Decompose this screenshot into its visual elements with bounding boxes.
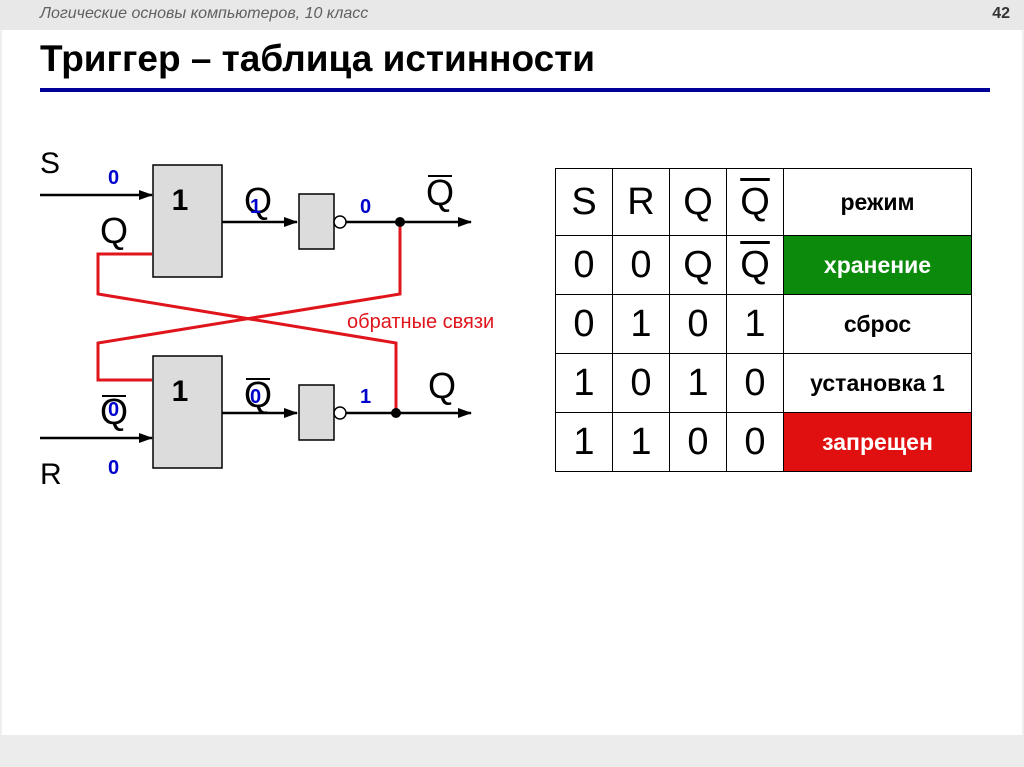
cell-r: 1 xyxy=(612,412,670,472)
junction-upper xyxy=(395,217,405,227)
cell-mode: установка 1 xyxy=(783,353,972,413)
frame-right xyxy=(1022,30,1024,735)
cell-r: 1 xyxy=(612,294,670,354)
cell-q: 1 xyxy=(669,353,727,413)
cell-r: 0 xyxy=(612,353,670,413)
q-output-label: Q xyxy=(428,365,456,406)
title-underline xyxy=(40,88,990,92)
trigger-circuit: 1 1 S R Q Q Q Q Q Q 0 1 0 0 1 0 0 обратн… xyxy=(40,147,494,491)
value-lower-not-output: 1 xyxy=(360,386,371,408)
cell-s: 0 xyxy=(555,294,613,354)
header-s: S xyxy=(555,168,613,236)
r-input-label: R xyxy=(40,458,62,491)
cell-q-bar: 0 xyxy=(726,412,784,472)
value-lower-or-output: 0 xyxy=(250,386,261,408)
header-band xyxy=(0,0,1024,30)
not-gate-lower-bubble xyxy=(333,406,347,420)
cell-s: 1 xyxy=(555,353,613,413)
or-gate-upper xyxy=(152,164,223,278)
value-upper-or-output: 1 xyxy=(250,196,261,218)
cell-q: 0 xyxy=(669,412,727,472)
header-r: R xyxy=(612,168,670,236)
feedback-q-bar-label: Q xyxy=(100,391,128,432)
header-q: Q xyxy=(669,168,727,236)
value-r-input: 0 xyxy=(108,457,119,479)
s-input-label: S xyxy=(40,147,60,180)
header-q-bar: Q xyxy=(726,168,784,236)
or-gate-upper-label: 1 xyxy=(172,184,189,217)
cell-mode: хранение xyxy=(783,235,972,295)
feedback-q-label: Q xyxy=(100,210,128,251)
feedback-line-q-bar xyxy=(96,222,402,382)
cell-s: 1 xyxy=(555,412,613,472)
or-gate-lower-label: 1 xyxy=(172,375,189,408)
not-gate-upper xyxy=(298,193,335,250)
page-number: 42 xyxy=(992,5,1010,22)
upper-or-output-label: Q xyxy=(244,180,272,221)
value-q-feedback: 0 xyxy=(108,399,119,421)
feedback-caption: обратные связи xyxy=(347,311,494,333)
cell-q: 0 xyxy=(669,294,727,354)
not-gate-upper-bubble xyxy=(333,215,347,229)
not-gate-lower xyxy=(298,384,335,441)
value-s-input: 0 xyxy=(108,167,119,189)
junction-lower xyxy=(391,408,401,418)
footer-band xyxy=(0,735,1024,767)
cell-mode: запрещен xyxy=(783,412,972,472)
frame-left xyxy=(0,30,2,735)
value-upper-not-output: 0 xyxy=(360,196,371,218)
slide-title: Триггер – таблица истинности xyxy=(40,38,596,79)
cell-q-bar: 1 xyxy=(726,294,784,354)
course-label: Логические основы компьютеров, 10 класс xyxy=(40,5,369,22)
header-mode: режим xyxy=(783,168,972,236)
cell-mode: сброс xyxy=(783,294,972,354)
cell-q: Q xyxy=(669,235,727,295)
q-bar-output-label: Q xyxy=(426,172,454,213)
feedback-line-q xyxy=(96,252,398,413)
lower-or-output-label: Q xyxy=(244,374,272,415)
cell-s: 0 xyxy=(555,235,613,295)
or-gate-lower xyxy=(152,355,223,469)
truth-table-header-row: S R Q Q режим xyxy=(555,168,972,236)
cell-q-bar: Q xyxy=(726,235,784,295)
cell-q-bar: 0 xyxy=(726,353,784,413)
cell-r: 0 xyxy=(612,235,670,295)
